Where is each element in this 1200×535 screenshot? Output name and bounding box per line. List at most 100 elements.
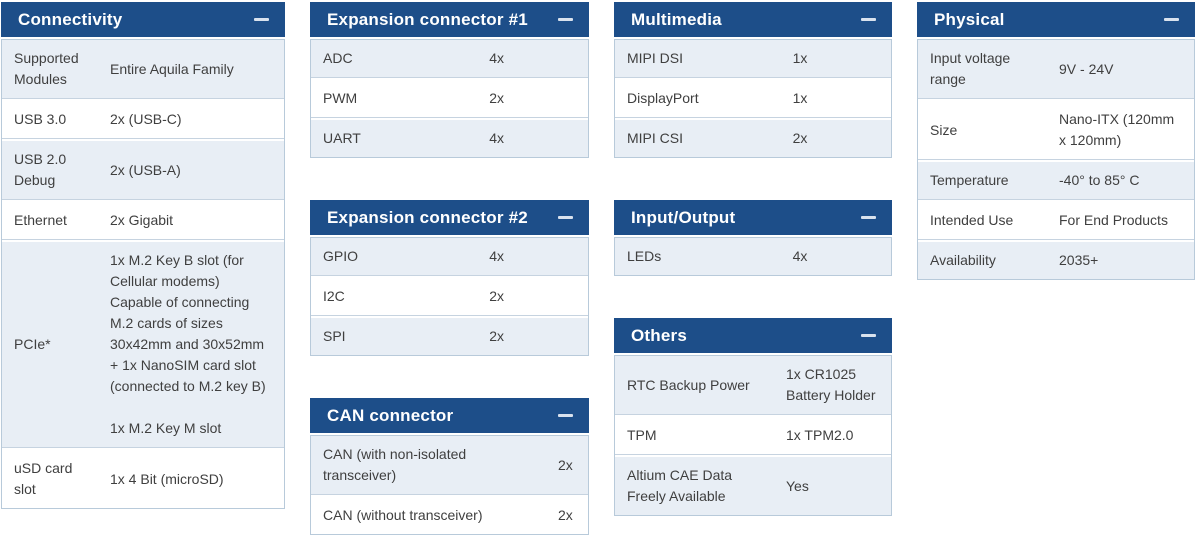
row-label: Intended Use [930,212,1014,228]
table-row: LEDs 4x [615,238,891,275]
table-title: Expansion connector #2 [327,207,528,227]
row-label: MIPI DSI [627,50,684,66]
table-header[interactable]: Input/Output [614,200,892,235]
table-row: USB 3.0 2x (USB-C) [2,101,284,139]
row-value: 4x [792,248,808,264]
table-header[interactable]: Expansion connector #2 [310,200,589,235]
collapse-minus-icon[interactable] [254,18,269,21]
collapse-minus-icon[interactable] [558,18,573,21]
row-label: uSD card slot [14,460,73,497]
table-header[interactable]: CAN connector [310,398,589,433]
row-value: 2x [489,328,504,344]
row-value: 1x CR1025 Battery Holder [786,366,876,403]
table-row: Intended Use For End Products [918,202,1194,240]
collapse-minus-icon[interactable] [1164,18,1179,21]
collapse-minus-icon[interactable] [558,216,573,219]
row-value: -40° to 85° C [1059,172,1140,188]
row-value: Yes [786,477,809,494]
row-value: 2x (USB-A) [110,161,181,178]
row-value: 2x Gigabit [110,212,174,228]
row-value: 2x [792,130,808,146]
table-header[interactable]: Expansion connector #1 [310,2,589,37]
collapse-minus-icon[interactable] [861,18,876,21]
row-value: 1x TPM2.0 [786,427,854,443]
row-value: 2x [489,288,504,304]
row-value: 1x [792,50,808,66]
row-value: Entire Aquila Family [110,60,234,77]
row-label: Temperature [930,172,1009,188]
table-header[interactable]: Connectivity [1,2,285,37]
table-row: RTC Backup Power 1x CR1025 Battery Holder [615,356,891,415]
collapse-minus-icon[interactable] [861,216,876,219]
table-header[interactable]: Others [614,318,892,353]
row-value: 2x [558,507,573,523]
row-value: 2x [558,456,573,473]
collapse-minus-icon[interactable] [558,414,573,417]
table-title: Physical [934,9,1005,29]
row-label: Altium CAE Data Freely Available [627,467,733,504]
row-label: CAN (with non-isolated transceiver) [323,446,467,483]
table-row: CAN (with non-isolated transceiver) 2x [311,436,588,495]
table-header[interactable]: Physical [917,2,1195,37]
table-title: Expansion connector #1 [327,9,528,29]
table-row: CAN (without transceiver) 2x [311,497,588,534]
table-title: Connectivity [18,9,123,29]
table-row: PCIe*1x M.2 Key B slot (for Cellular mod… [2,242,284,448]
table-body: LEDs 4x [614,237,892,276]
row-label: USB 3.0 [14,111,67,127]
row-label: USB 2.0 Debug [14,151,67,188]
row-label: ADC [323,50,353,66]
row-label: RTC Backup Power [627,376,750,393]
table-row: DisplayPort 1x [615,80,891,118]
row-label: LEDs [627,248,662,264]
table-title: Input/Output [631,207,736,227]
table-row: uSD card slot 1x 4 Bit (microSD) [2,450,284,508]
table-row: Supported Modules Entire Aquila Family [2,40,284,99]
row-label: DisplayPort [627,90,699,106]
table-row: UART 4x [311,120,588,157]
row-label: UART [323,130,361,146]
row-value: 4x [489,130,504,146]
row-label: Availability [930,252,996,268]
row-label: Input voltage range [930,50,1011,87]
row-value: 2x [489,90,504,106]
row-label: Size [930,121,958,138]
table-row: USB 2.0 Debug 2x (USB-A) [2,141,284,200]
row-value: 1x 4 Bit (microSD) [110,470,224,487]
row-label: CAN (without transceiver) [323,507,483,523]
row-label: I2C [323,288,345,304]
table-row: MIPI DSI 1x [615,40,891,78]
row-value: For End Products [1059,212,1168,228]
row-label: MIPI CSI [627,130,684,146]
row-value: 2035+ [1059,252,1099,268]
row-label: PWM [323,90,358,106]
table-header[interactable]: Multimedia [614,2,892,37]
collapse-minus-icon[interactable] [861,334,876,337]
row-value: 1x [792,90,808,106]
row-label: PCIe* [14,336,51,352]
table-title: Multimedia [631,9,722,29]
row-label: Supported Modules [14,50,79,87]
table-title: Others [631,325,687,345]
row-value: 4x [489,248,504,264]
row-value: 2x (USB-C) [110,111,182,127]
